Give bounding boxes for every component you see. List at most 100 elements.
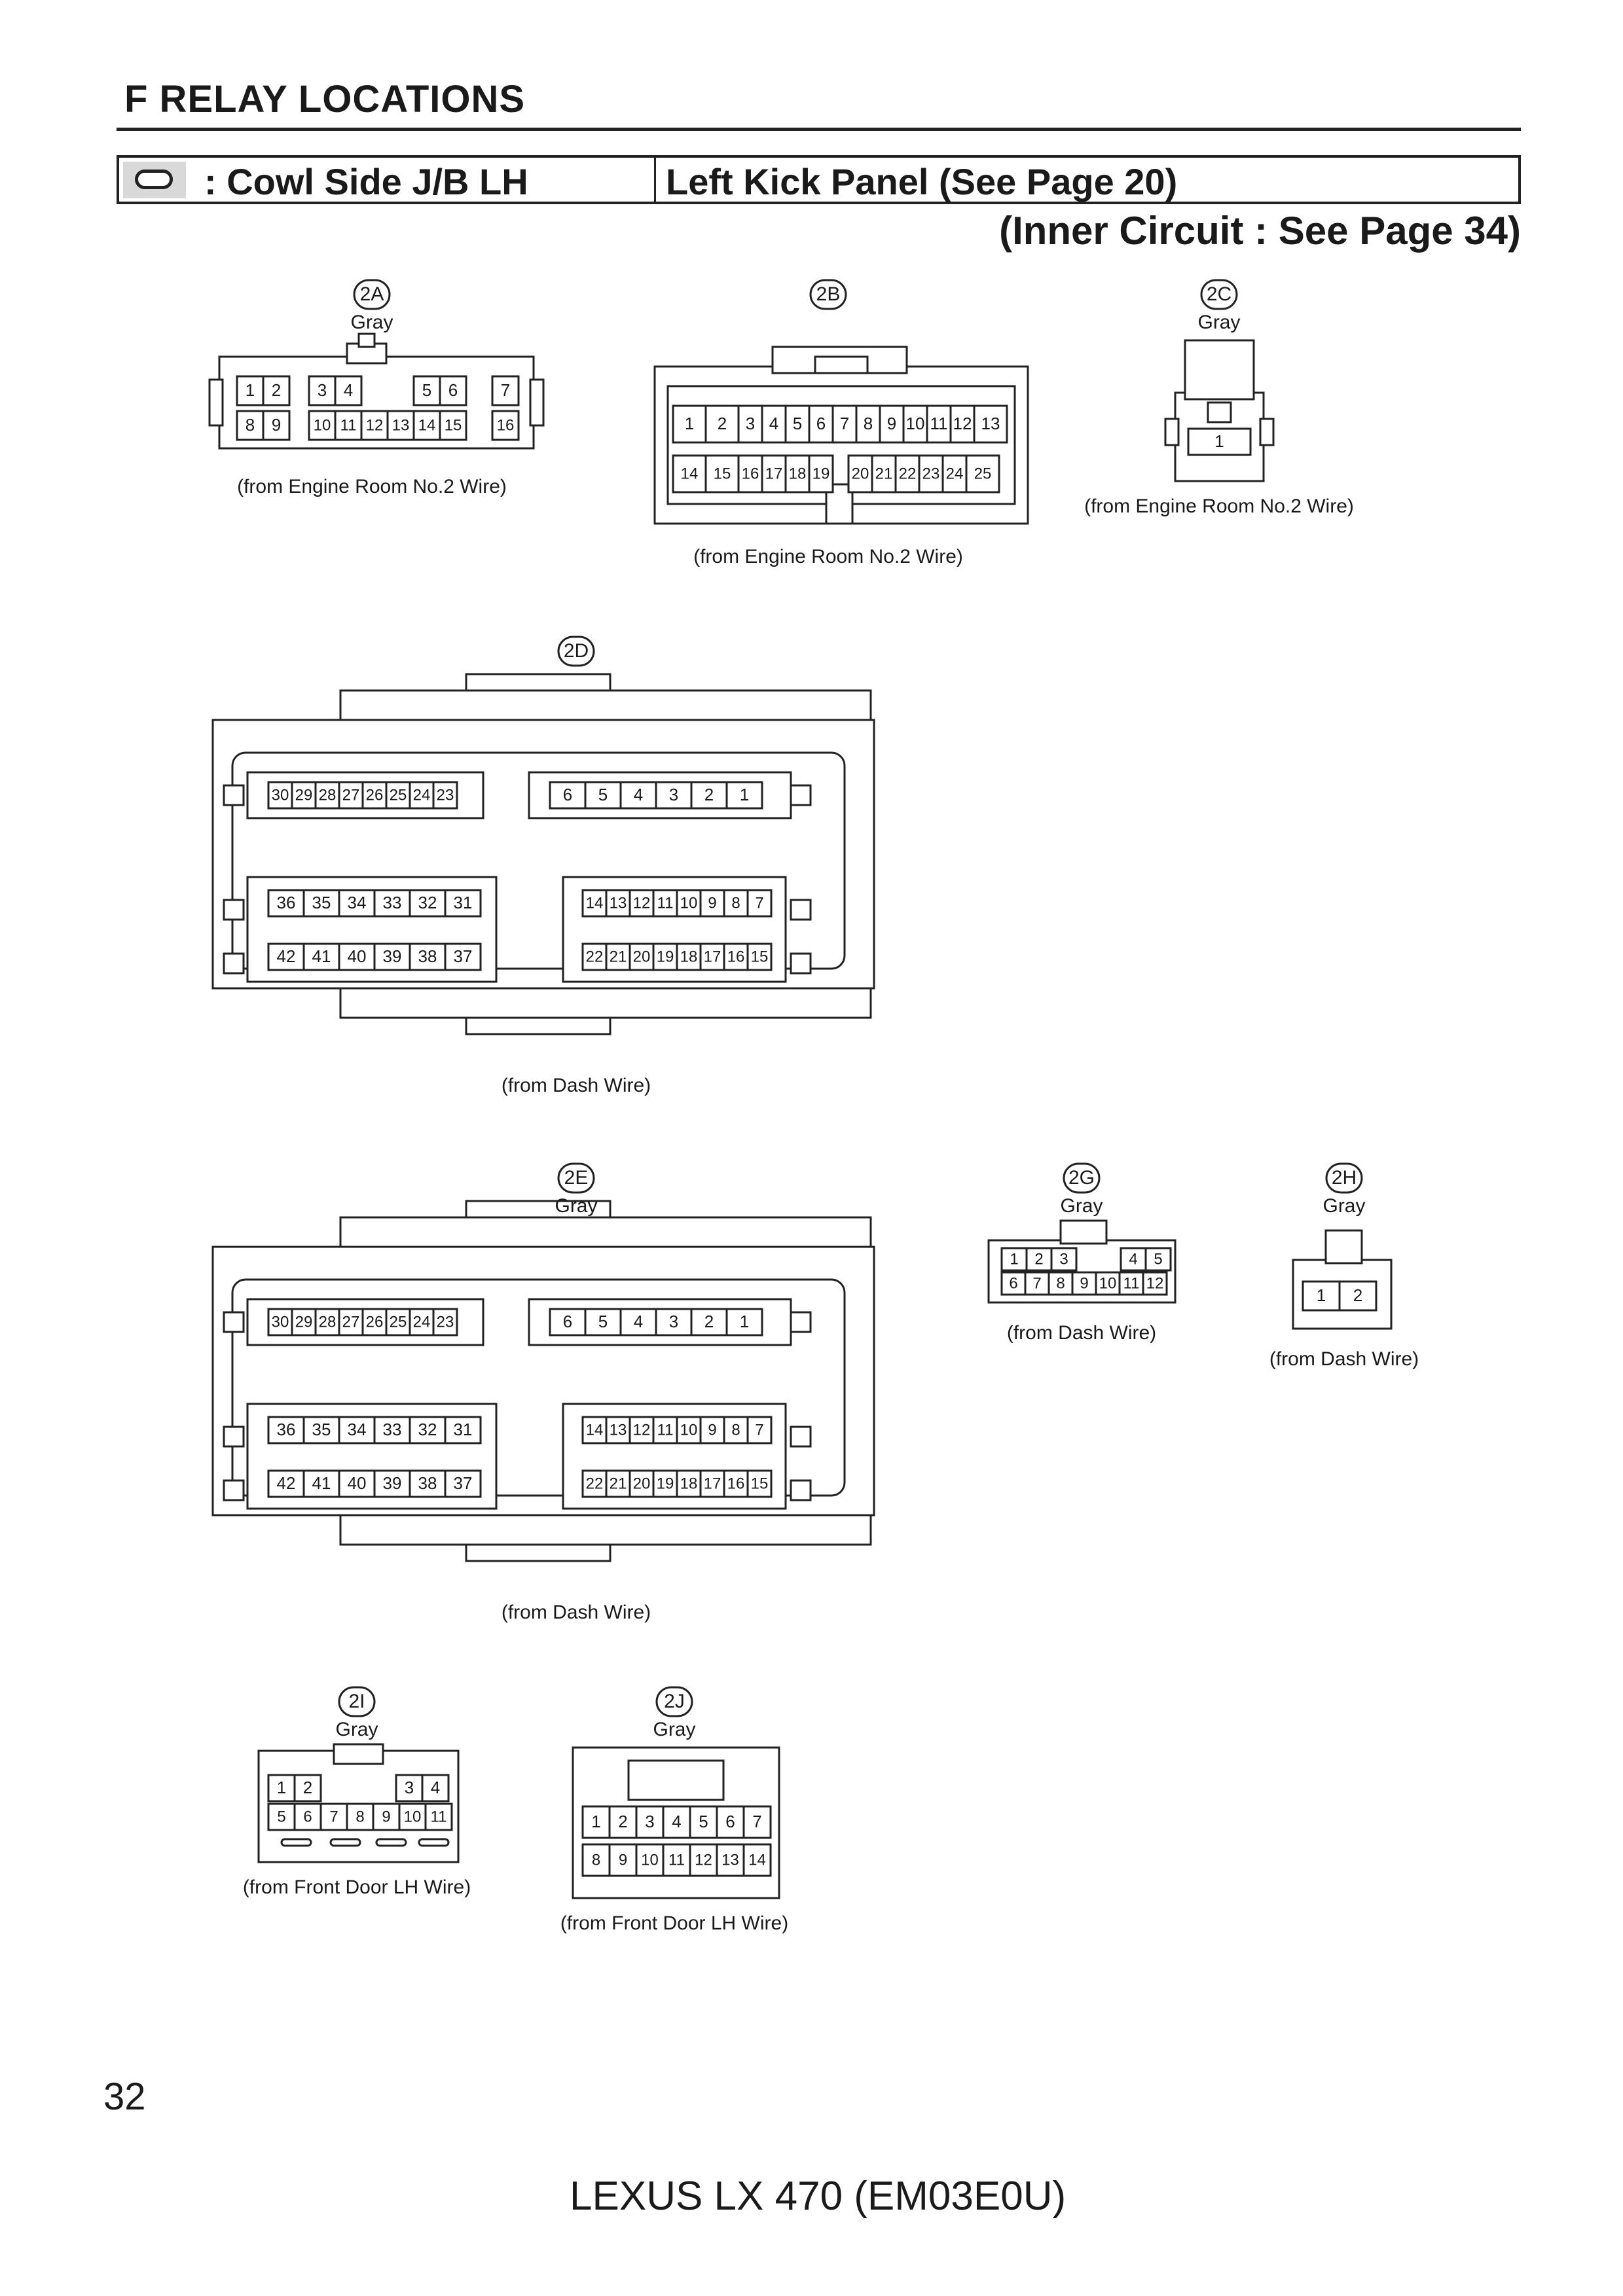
pin-number: 8	[246, 415, 255, 435]
pin-number: 5	[1154, 1250, 1162, 1268]
pin-number: 1	[740, 1312, 749, 1331]
pin-number: 1	[1214, 431, 1224, 451]
pin-number: 1	[246, 380, 255, 400]
pin-number: 12	[695, 1851, 712, 1869]
pin-number: 19	[657, 948, 674, 965]
pin-number: 11	[1123, 1274, 1140, 1292]
housing-latch	[529, 378, 545, 427]
pin-number: 7	[752, 1812, 761, 1831]
pin-number: 2	[704, 1312, 714, 1331]
pin-number: 42	[277, 946, 296, 966]
pin-cell	[491, 375, 520, 406]
pin-cell	[635, 1843, 665, 1877]
pin-number: 4	[1129, 1250, 1137, 1268]
pin-number: 1	[277, 1778, 286, 1797]
pin-number: 12	[1146, 1274, 1164, 1292]
pin-number: 31	[454, 1420, 473, 1439]
pin-number: 9	[619, 1851, 627, 1869]
wire-source-label: (from Engine Room No.2 Wire)	[693, 546, 963, 567]
pin-number: 29	[295, 1313, 313, 1331]
connector-code: 2D	[564, 640, 589, 662]
pin-cell	[267, 1803, 296, 1831]
pin-number: 5	[598, 1312, 608, 1331]
header-row: : Cowl Side J/B LH Left Kick Panel (See …	[117, 155, 1521, 204]
pin-number: 1	[740, 785, 749, 804]
pin-cell	[605, 889, 631, 918]
pin-cell	[584, 1308, 622, 1336]
pin-number: 23	[922, 465, 940, 482]
pin-cell	[655, 1308, 693, 1336]
pin-number: 6	[303, 1808, 312, 1825]
pin-cell	[655, 781, 693, 810]
lock-tab	[1059, 1219, 1108, 1245]
pin-number: 6	[563, 1312, 572, 1331]
pin-number: 26	[366, 786, 384, 804]
pin-cell	[746, 942, 773, 971]
pin-number: 2	[303, 1778, 312, 1797]
pin-number: 35	[312, 1420, 331, 1439]
connector-code: 2C	[1207, 283, 1231, 305]
connector-code-badge	[1063, 1162, 1101, 1194]
side-latch	[223, 1426, 245, 1448]
wire-source-label: (from Engine Room No.2 Wire)	[237, 476, 507, 497]
pin-cell	[676, 1416, 702, 1444]
pin-number: 31	[454, 893, 473, 912]
connector-code-badge	[338, 1686, 376, 1717]
pin-cell	[629, 889, 655, 918]
pin-number: 21	[875, 465, 893, 482]
pin-number: 11	[340, 416, 357, 434]
pin-number: 15	[751, 1475, 769, 1492]
pin-number: 14	[586, 894, 604, 912]
pin-cell	[808, 454, 834, 493]
connector-code: 2G	[1068, 1167, 1095, 1189]
pin-cell	[973, 404, 1008, 444]
pin-number: 36	[277, 893, 296, 912]
lock-tab	[1207, 401, 1232, 423]
pin-cell	[723, 942, 749, 971]
pin-cell	[652, 942, 678, 971]
pin-number: 9	[708, 894, 716, 912]
housing-latch	[208, 378, 224, 427]
pin-number: 14	[586, 1421, 604, 1439]
lock-tab	[465, 1016, 611, 1035]
pin-number: 26	[366, 1313, 384, 1331]
pin-cell	[742, 1843, 772, 1877]
pin-number: 12	[366, 416, 384, 434]
pin-number: 22	[586, 948, 604, 965]
wire-color-label: Gray	[653, 1719, 695, 1740]
pin-cell	[409, 781, 435, 810]
pin-cell	[608, 1805, 638, 1839]
pin-cell	[444, 1469, 482, 1498]
lock-tab	[465, 1543, 611, 1562]
pin-cell	[584, 781, 622, 810]
pin-number: 6	[1009, 1274, 1017, 1292]
pin-number: 28	[319, 786, 337, 804]
lock-tab	[465, 1200, 611, 1219]
pin-cell	[439, 410, 467, 441]
pin-cell	[855, 404, 881, 444]
pin-cell	[293, 1774, 322, 1803]
pin-number: 7	[755, 1421, 763, 1439]
pin-number: 16	[497, 416, 515, 434]
connector-code: 2I	[348, 1691, 365, 1712]
pin-number: 16	[727, 948, 745, 965]
pin-number: 15	[714, 465, 731, 482]
wire-color-label: Gray	[1322, 1195, 1365, 1217]
pin-number: 11	[657, 894, 674, 912]
pin-number: 17	[704, 948, 721, 965]
pin-number: 3	[1059, 1250, 1068, 1268]
pin-number: 10	[641, 1851, 659, 1869]
pin-cell	[549, 781, 587, 810]
pin-number: 6	[816, 414, 826, 433]
page-number: 32	[103, 2075, 146, 2118]
pin-number: 22	[899, 465, 917, 482]
pin-cell	[1302, 1280, 1341, 1312]
pin-number: 16	[742, 465, 759, 482]
pin-number: 10	[906, 414, 925, 433]
pin-cell	[1050, 1247, 1078, 1272]
pin-number: 40	[348, 946, 367, 966]
